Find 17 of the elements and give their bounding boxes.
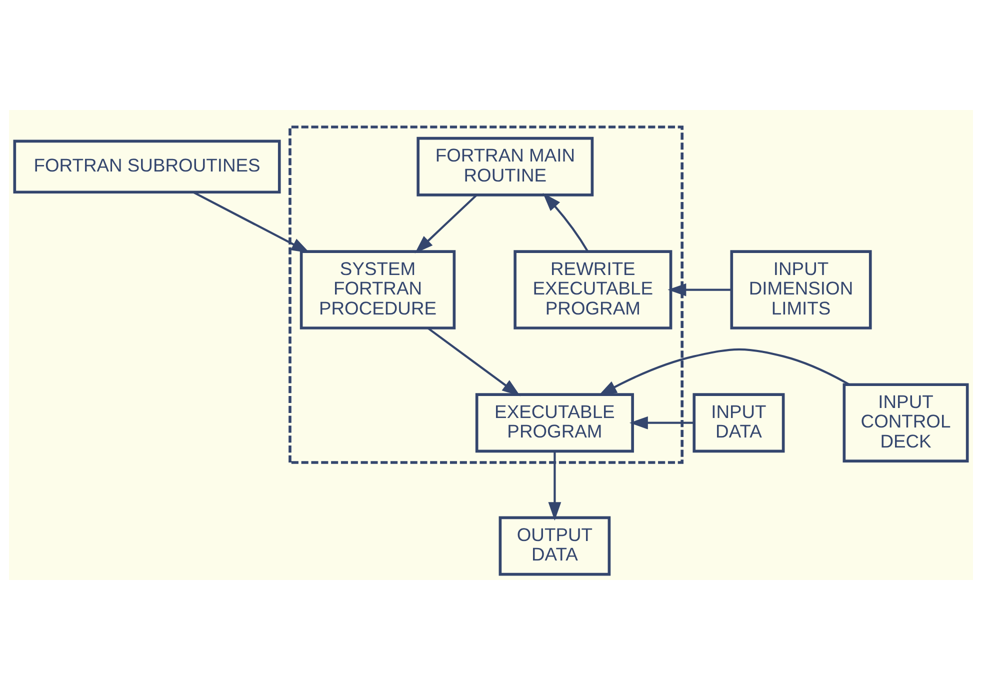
node-box: FORTRAN MAIN ROUTINE bbox=[416, 136, 594, 196]
arrow bbox=[548, 452, 561, 521]
node-box: EXECUTABLE PROGRAM bbox=[474, 393, 634, 453]
node-box: SYSTEM FORTRAN PROCEDURE bbox=[299, 250, 456, 330]
arrow bbox=[542, 192, 588, 252]
node-box: INPUT DATA bbox=[692, 393, 784, 453]
node-box: OUTPUT DATA bbox=[498, 516, 610, 576]
arrow bbox=[628, 416, 694, 430]
node-box: REWRITE EXECUTABLE PROGRAM bbox=[513, 250, 672, 330]
arrow bbox=[667, 283, 731, 296]
arrow bbox=[192, 191, 310, 253]
arrow bbox=[414, 194, 476, 254]
node-box: FORTRAN SUBROUTINES bbox=[12, 140, 280, 194]
arrow bbox=[426, 327, 520, 396]
node-box: INPUT CONTROL DECK bbox=[842, 383, 968, 462]
node-box: INPUT DIMENSION LIMITS bbox=[730, 250, 872, 330]
arrow bbox=[598, 348, 850, 396]
